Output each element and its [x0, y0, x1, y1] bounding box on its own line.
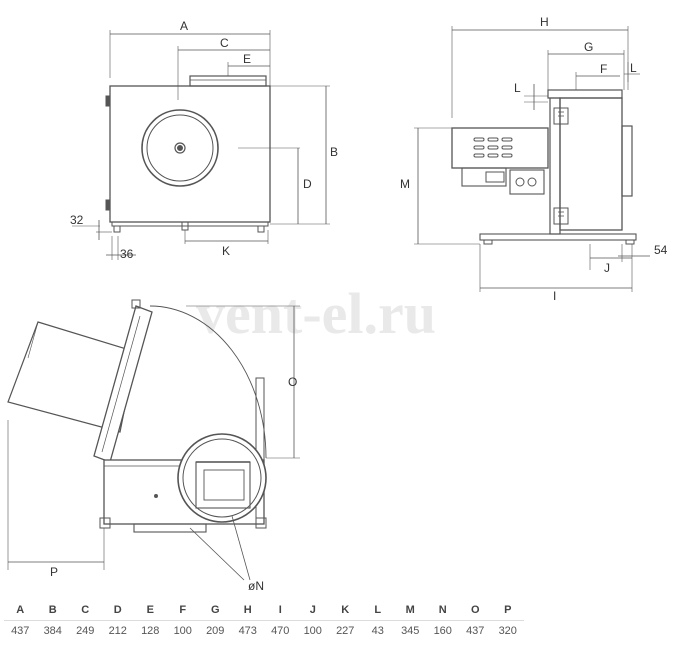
- label-k: K: [222, 244, 230, 258]
- table-value-cell: 249: [69, 620, 102, 641]
- front-view: [72, 30, 330, 260]
- label-h: H: [540, 15, 549, 29]
- label-c: C: [220, 36, 229, 50]
- table-value-cell: 384: [36, 620, 69, 641]
- table-value-cell: 473: [231, 620, 264, 641]
- table-header-cell: H: [243, 604, 252, 616]
- label-l-right: L: [630, 61, 637, 75]
- table-header-cell: D: [113, 604, 122, 616]
- table-header-cell: J: [309, 604, 316, 616]
- label-36: 36: [120, 247, 134, 261]
- table-header-cell: C: [81, 604, 90, 616]
- label-b: B: [330, 145, 338, 159]
- table-header-cell: O: [470, 604, 480, 616]
- table-header-cell: E: [146, 604, 154, 616]
- label-phi-n: øN: [248, 579, 264, 593]
- label-p: P: [50, 565, 58, 579]
- table-value-cell: 43: [361, 620, 394, 641]
- label-i: I: [553, 289, 556, 303]
- table-header-cell: P: [504, 604, 512, 616]
- table-value-cell: 470: [264, 620, 297, 641]
- table-value-cell: 437: [4, 620, 37, 641]
- dimensions-table: A B C D E F G H I J K L M N O P 437 384 …: [4, 600, 524, 641]
- label-g: G: [584, 40, 593, 54]
- table-value-cell: 128: [134, 620, 167, 641]
- open-lid-view: [7, 299, 300, 581]
- label-a: A: [180, 19, 188, 33]
- table-header-cell: K: [341, 604, 350, 616]
- table-header-row: A B C D E F G H I J K L M N O P: [4, 600, 524, 621]
- table-value-cell: 100: [296, 620, 329, 641]
- table-values-row: 437 384 249 212 128 100 209 473 470 100 …: [4, 620, 524, 641]
- label-32: 32: [70, 213, 84, 227]
- label-l-left: L: [514, 81, 521, 95]
- label-j: J: [604, 261, 610, 275]
- table-value-cell: 212: [101, 620, 134, 641]
- side-view: [414, 26, 650, 292]
- table-value-cell: 320: [491, 620, 524, 641]
- table-value-cell: 437: [459, 620, 492, 641]
- label-e: E: [243, 52, 251, 66]
- table-value-cell: 100: [166, 620, 199, 641]
- label-f: F: [600, 62, 607, 76]
- table-header-cell: A: [16, 604, 25, 616]
- table-value-cell: 160: [426, 620, 459, 641]
- table-header-cell: I: [278, 604, 282, 616]
- table-header-cell: L: [374, 604, 382, 616]
- watermark: vent-el.ru: [196, 281, 436, 346]
- table-value-cell: 227: [329, 620, 362, 641]
- table-header-cell: B: [48, 604, 57, 616]
- label-54: 54: [654, 243, 668, 257]
- table-value-cell: 345: [394, 620, 427, 641]
- label-m: M: [400, 177, 410, 191]
- table-header-cell: M: [405, 604, 415, 616]
- label-o: O: [288, 375, 297, 389]
- table-header-cell: N: [438, 604, 447, 616]
- table-header-cell: F: [179, 604, 187, 616]
- table-value-cell: 209: [199, 620, 232, 641]
- label-d: D: [303, 177, 312, 191]
- table-header-cell: G: [210, 604, 220, 616]
